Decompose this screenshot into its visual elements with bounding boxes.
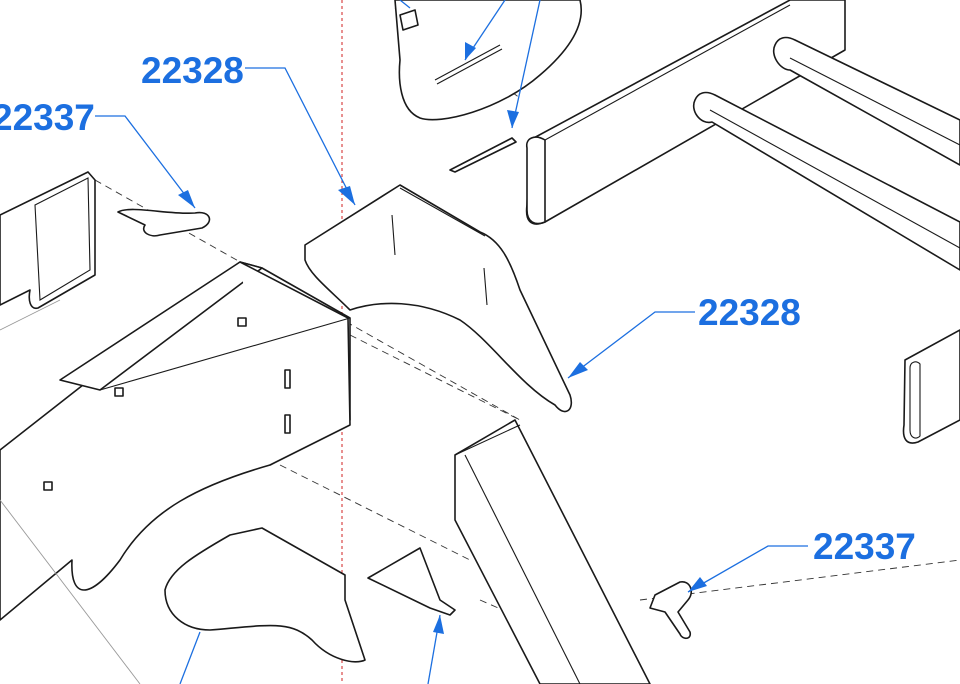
callout-label-22337-left[interactable]: 22337 <box>0 97 95 138</box>
small-tab-22337-right <box>649 581 692 640</box>
large-side-plate <box>0 261 351 684</box>
bottom-curved-plate <box>164 527 366 663</box>
leader-22328-top <box>245 67 356 206</box>
top-right-tube <box>525 0 846 225</box>
leader-22337-right <box>687 545 808 593</box>
leader-22337-left <box>95 115 196 209</box>
callout-leader-lines <box>95 0 808 684</box>
callout-label-22328-right[interactable]: 22328 <box>698 292 801 333</box>
leader-22328-right <box>567 311 695 379</box>
left-tube <box>0 171 96 331</box>
slot-strip <box>449 137 517 173</box>
gusset-plate-22328 <box>304 184 573 413</box>
top-curved-plate <box>394 0 582 121</box>
callout-arrowheads <box>178 42 707 634</box>
small-tab-22337-left <box>117 208 211 237</box>
triangle-bracket <box>367 547 456 616</box>
right-tube-end <box>902 329 960 444</box>
bottom-vertical-tube <box>454 419 651 684</box>
callout-label-22337-bottom-right[interactable]: 22337 <box>813 526 916 567</box>
callout-label-22328-top[interactable]: 22328 <box>141 50 244 91</box>
round-bars <box>693 36 960 271</box>
